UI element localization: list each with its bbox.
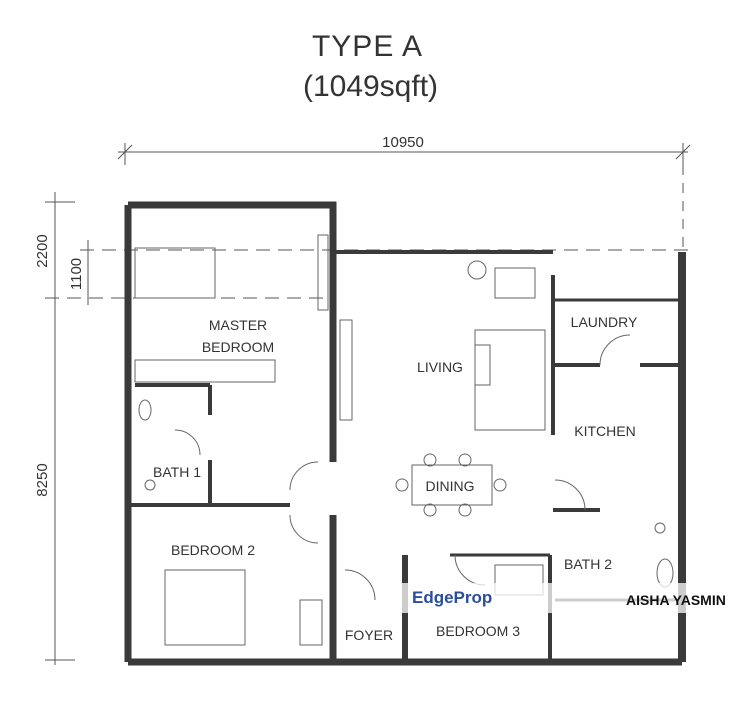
room-label-kitchen: KITCHEN [574, 423, 635, 439]
watermark-band [400, 583, 740, 613]
bed-offset-dimension: 1100 [68, 258, 85, 290]
plan-area: (1049sqft) [302, 70, 439, 103]
room-label-laundry: LAUNDRY [571, 314, 638, 330]
room-label-bath2: BATH 2 [564, 556, 612, 572]
plan-title: TYPE A [311, 30, 424, 63]
room-labels: MASTER BEDROOM LIVING LAUNDRY KITCHEN BA… [153, 314, 638, 643]
room-label-master: MASTER [209, 317, 267, 333]
room-label-dining: DINING [426, 478, 475, 494]
width-dimension: 10950 [382, 134, 424, 151]
agent-name: AISHA YASMIN [626, 592, 726, 608]
room-label-bath1: BATH 1 [153, 464, 201, 480]
depth-dimension: 8250 [34, 463, 51, 496]
edgeprop-logo: EdgeProp [412, 588, 493, 607]
room-label-foyer: FOYER [345, 627, 393, 643]
room-label-master-bedroom: BEDROOM [202, 339, 274, 355]
top-depth-dimension: 2200 [34, 234, 51, 267]
furniture [134, 234, 674, 646]
room-label-living: LIVING [417, 359, 463, 375]
room-label-bedroom2: BEDROOM 2 [171, 542, 255, 558]
room-label-bedroom3: BEDROOM 3 [436, 623, 520, 639]
